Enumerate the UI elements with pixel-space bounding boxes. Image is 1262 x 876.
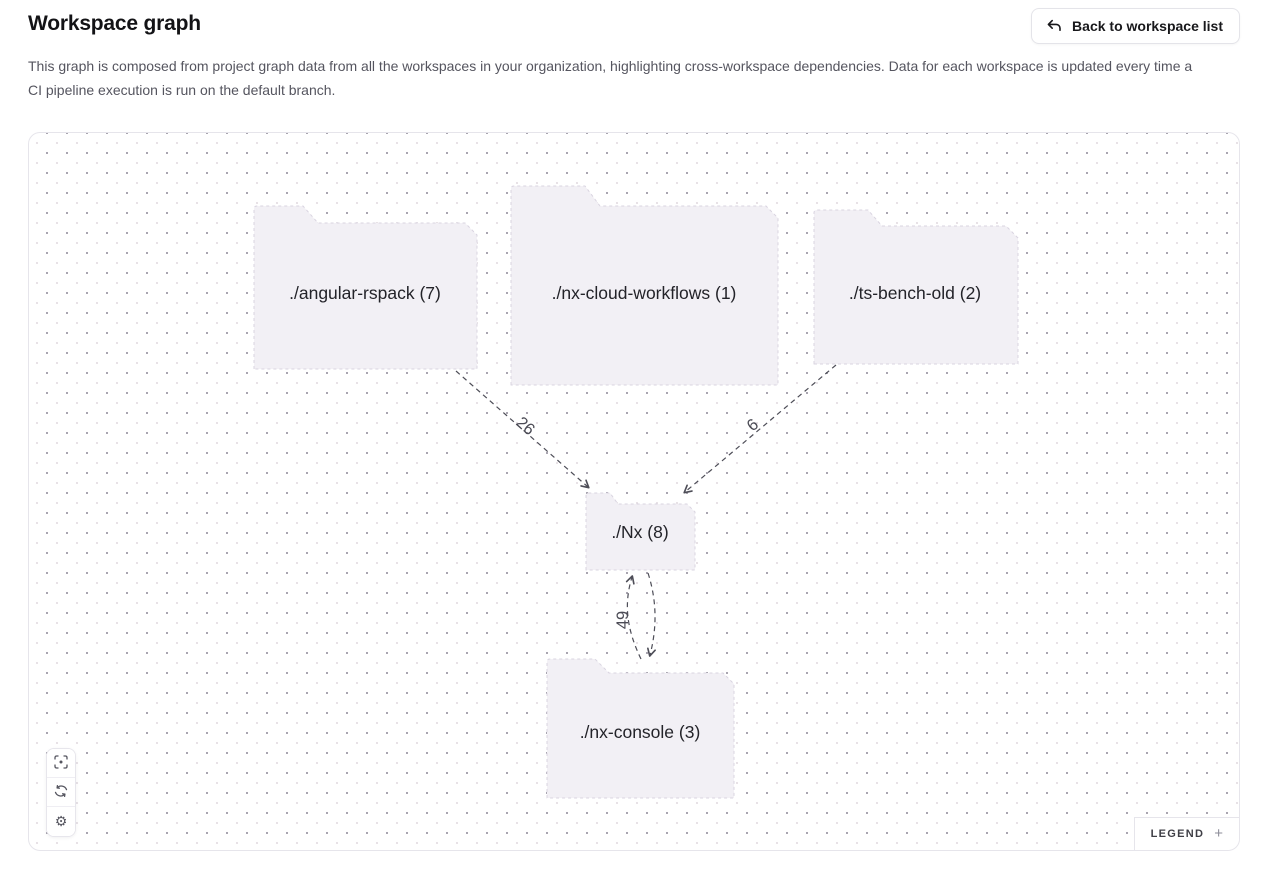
node-label-nx-cloud-workflows: ./nx-cloud-workflows (1) [552, 283, 737, 303]
page-description-line1: This graph is composed from project grap… [28, 58, 1193, 74]
graph-controls: ⚙ [46, 748, 76, 837]
node-nx-console[interactable]: ./nx-console (3) [546, 658, 735, 799]
refresh-button[interactable] [47, 778, 75, 807]
graph-nodes: ./angular-rspack (7) ./nx-cloud-workflow… [253, 185, 1019, 799]
undo-arrow-icon [1045, 17, 1063, 35]
edge-label-nx-console-nx: 49 [614, 611, 632, 629]
node-label-angular-rspack: ./angular-rspack (7) [289, 283, 441, 303]
folder-shape-angular-rspack [253, 205, 478, 370]
folder-shape-nx [585, 492, 696, 571]
edge-label-ts-bench-old-nx: 6 [743, 415, 762, 435]
refresh-cycle-icon [53, 783, 69, 802]
folder-shape-nx-console [546, 658, 735, 799]
page-description: This graph is composed from project grap… [28, 54, 1240, 102]
back-button-label: Back to workspace list [1072, 18, 1223, 34]
node-label-ts-bench-old: ./ts-bench-old (2) [849, 283, 981, 303]
fit-view-button[interactable] [47, 749, 75, 778]
settings-button[interactable]: ⚙ [47, 807, 75, 836]
back-to-workspace-list-button[interactable]: Back to workspace list [1031, 8, 1240, 44]
node-label-nx: ./Nx (8) [611, 522, 668, 542]
workspace-graph-canvas[interactable]: 26 6 49 ./angular-rspack (7) ./nx-cloud-… [28, 132, 1240, 851]
page-description-line2: CI pipeline execution is run on the defa… [28, 82, 336, 98]
legend-label: LEGEND [1150, 827, 1205, 840]
edge-angular-rspack-to-nx [455, 370, 590, 489]
page-title: Workspace graph [28, 12, 201, 35]
node-nx[interactable]: ./Nx (8) [585, 492, 696, 571]
page-header: Workspace graph Back to workspace list T… [28, 8, 1240, 102]
folder-shape-nx-cloud-workflows [510, 185, 779, 386]
node-nx-cloud-workflows[interactable]: ./nx-cloud-workflows (1) [510, 185, 779, 386]
edge-nx-to-nx-console [647, 572, 656, 657]
edge-nx-console-to-nx [625, 575, 642, 660]
folder-shape-ts-bench-old [813, 209, 1019, 365]
plus-icon: + [1214, 825, 1223, 842]
node-ts-bench-old[interactable]: ./ts-bench-old (2) [813, 209, 1019, 365]
node-angular-rspack[interactable]: ./angular-rspack (7) [253, 205, 478, 370]
graph-svg: 26 6 49 ./angular-rspack (7) ./nx-cloud-… [253, 185, 1019, 799]
fit-view-crosshair-icon [53, 754, 69, 773]
edge-label-angular-rspack-nx: 26 [512, 413, 538, 439]
legend-toggle[interactable]: LEGEND + [1133, 817, 1239, 850]
node-label-nx-console: ./nx-console (3) [580, 722, 701, 742]
edge-ts-bench-old-to-nx [683, 364, 837, 494]
gear-icon: ⚙ [54, 813, 68, 830]
